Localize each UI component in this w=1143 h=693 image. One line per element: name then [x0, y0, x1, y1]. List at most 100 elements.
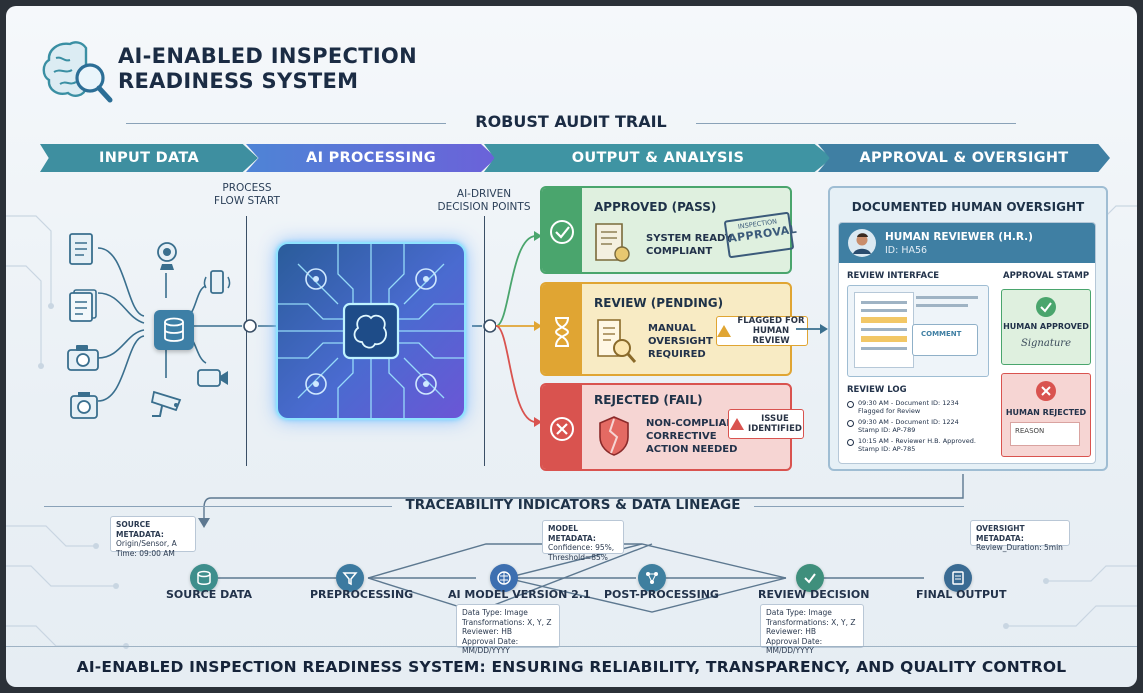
- footer-rule: [6, 646, 1137, 647]
- review-interface-label: REVIEW INTERFACE: [847, 271, 940, 281]
- review-log: 09:30 AM - Document ID: 1234 Flagged for…: [847, 399, 997, 453]
- warning-icon: [717, 325, 731, 337]
- document-search-icon: [597, 319, 637, 363]
- lineage-metadata-line: Transformations: X, Y, Z: [462, 617, 552, 627]
- node-preprocessing: [336, 564, 364, 592]
- webcam-icon: [157, 242, 177, 270]
- check-circle-icon: [550, 220, 574, 244]
- oversight-panel: DOCUMENTED HUMAN OVERSIGHT HUMAN REVIEWE…: [828, 186, 1108, 471]
- flagged-tag: FLAGGED FOR HUMAN REVIEW: [716, 316, 808, 346]
- node-review-decision: [796, 564, 824, 592]
- issue-tag: ISSUE IDENTIFIED: [728, 409, 804, 439]
- infographic-frame: AI-ENABLED INSPECTION READINESS SYSTEM R…: [6, 6, 1137, 687]
- document-icon: [69, 233, 93, 265]
- log-entry: 09:30 AM - Document ID: 1234 Flagged for…: [847, 399, 997, 415]
- review-sidebar: [542, 284, 582, 374]
- reviewer-id: ID: HA56: [885, 245, 928, 256]
- decision-points-label: AI-DRIVEN DECISION POINTS: [437, 188, 531, 213]
- output-branches: [495, 231, 542, 427]
- lineage-metadata-line: Approval Date: MM/DD/YYYY: [462, 636, 519, 656]
- reviewer-window: HUMAN REVIEWER (H.R.) ID: HA56 REVIEW IN…: [838, 222, 1096, 464]
- rejected-card: REJECTED (FAIL) NON-COMPLIANT CORRECTIVE…: [540, 383, 804, 471]
- stage-output-label: OUTPUT & ANALYSIS: [571, 150, 745, 166]
- review-title: REVIEW (PENDING): [594, 296, 724, 310]
- node-label-review-decision: REVIEW DECISION: [758, 588, 870, 601]
- alert-icon: [730, 418, 745, 430]
- node-ai-model: [490, 564, 518, 592]
- review-text: MANUAL OVERSIGHT REQUIRED: [648, 323, 713, 360]
- model-metadata-line: Confidence: 95%,: [548, 543, 615, 552]
- model-metadata-box: MODEL METADATA: Confidence: 95%, Thresho…: [542, 520, 624, 562]
- mobile-device-icon: [203, 270, 231, 294]
- log-entry-text: 10:15 AM - Reviewer H.B. Approved. Stamp…: [858, 437, 976, 453]
- circuit-background: [6, 205, 1137, 649]
- oversight-metadata-box: OVERSIGHT METADATA: Review_Duration: 5mi…: [970, 520, 1070, 552]
- arrow-to-oversight: [796, 324, 828, 334]
- reviewer-name: HUMAN REVIEWER (H.R.): [885, 231, 1033, 243]
- node-source-data: [190, 564, 218, 592]
- human-rejected-text: HUMAN REJECTED: [1005, 408, 1087, 417]
- title-line-1: AI-ENABLED INSPECTION: [118, 44, 417, 68]
- node-label-ai-model: AI MODEL VERSION 2.1: [448, 588, 591, 601]
- hourglass-icon: [554, 317, 570, 347]
- lineage-metadata-line: Data Type: Image: [462, 608, 528, 617]
- divider-decision: [484, 216, 485, 466]
- lineage-metadata-line: Transformations: X, Y, Z: [766, 617, 856, 627]
- database-icon: [197, 570, 211, 585]
- model-metadata-title: MODEL METADATA:: [548, 524, 596, 543]
- node-label-preprocessing: PREPROCESSING: [310, 588, 414, 601]
- network-icon: [646, 572, 658, 584]
- log-entry-text: 09:30 AM - Document ID: 1224 Stamp ID: A…: [858, 418, 959, 434]
- log-entry-text: 09:30 AM - Document ID: 1234 Flagged for…: [858, 399, 959, 415]
- video-camera-icon: [197, 369, 228, 387]
- oversight-title: DOCUMENTED HUMAN OVERSIGHT: [851, 200, 1085, 214]
- avatar-icon: [848, 229, 876, 257]
- broken-shield-icon: [599, 416, 629, 456]
- review-log-title: REVIEW LOG: [847, 385, 907, 395]
- stage-input-data: INPUT DATA: [40, 144, 258, 172]
- lineage-metadata-line: Data Type: Image: [766, 608, 832, 617]
- x-icon: [1036, 381, 1056, 401]
- source-metadata-title: SOURCE METADATA:: [116, 520, 164, 539]
- source-metadata-box: SOURCE METADATA: Origin/Sensor, A Time: …: [110, 516, 196, 558]
- approved-sidebar: [542, 188, 582, 272]
- source-metadata-line: Origin/Sensor, A: [116, 539, 177, 548]
- reviewer-header: HUMAN REVIEWER (H.R.) ID: HA56: [839, 223, 1095, 263]
- approved-title: APPROVED (PASS): [594, 200, 717, 214]
- lineage-rule-right: [754, 506, 964, 507]
- oversight-metadata-title: OVERSIGHT METADATA:: [976, 524, 1025, 543]
- camera-icon: [67, 345, 99, 371]
- filter-icon: [342, 572, 358, 586]
- review-interface-preview: COMMENT: [847, 285, 989, 377]
- log-entry: 09:30 AM - Document ID: 1224 Stamp ID: A…: [847, 418, 997, 434]
- log-entry: 10:15 AM - Reviewer H.B. Approved. Stamp…: [847, 437, 997, 453]
- certificate-icon: [595, 223, 630, 262]
- stage-output-analysis: OUTPUT & ANALYSIS: [484, 144, 832, 172]
- lineage-metadata-line: Reviewer: HB: [766, 627, 817, 636]
- human-approved-text: HUMAN APPROVED: [1003, 322, 1089, 331]
- lineage-metadata-box-2: Data Type: Image Transformations: X, Y, …: [760, 604, 864, 655]
- subtitle-rule-left: [126, 123, 446, 124]
- review-card: REVIEW (PENDING) MANUAL OVERSIGHT REQUIR…: [540, 282, 808, 376]
- data-hub: [154, 310, 194, 350]
- signature: Signature: [1020, 338, 1071, 349]
- footer-caption: AI-ENABLED INSPECTION READINESS SYSTEM: …: [76, 658, 1067, 676]
- source-metadata-line: Time: 09:00 AM: [116, 548, 175, 558]
- approved-card: APPROVED (PASS) SYSTEM READY COMPLIANT I…: [540, 186, 798, 274]
- doc-preview: [854, 292, 914, 368]
- lineage-title: TRACEABILITY INDICATORS & DATA LINEAGE: [405, 497, 741, 513]
- model-metadata-line: Threshold=85%: [548, 552, 608, 562]
- approval-stamp-label: APPROVAL STAMP: [1003, 271, 1090, 281]
- process-flow-start-label: PROCESS FLOW START: [214, 182, 280, 207]
- check-icon: [804, 573, 816, 584]
- stage-approval-label: APPROVAL & OVERSIGHT: [859, 150, 1069, 166]
- database-icon: [164, 317, 184, 342]
- subtitle: ROBUST AUDIT TRAIL: [475, 112, 667, 131]
- lineage-metadata-line: Reviewer: HB: [462, 627, 513, 636]
- divider-process-start: [246, 216, 247, 466]
- human-rejected-box: HUMAN REJECTED REASON: [1001, 373, 1091, 457]
- subtitle-rule-right: [696, 123, 1016, 124]
- x-circle-icon: [550, 417, 574, 441]
- flagged-text: FLAGGED FOR HUMAN REVIEW: [737, 316, 805, 346]
- stage-approval-oversight: APPROVAL & OVERSIGHT: [818, 144, 1110, 172]
